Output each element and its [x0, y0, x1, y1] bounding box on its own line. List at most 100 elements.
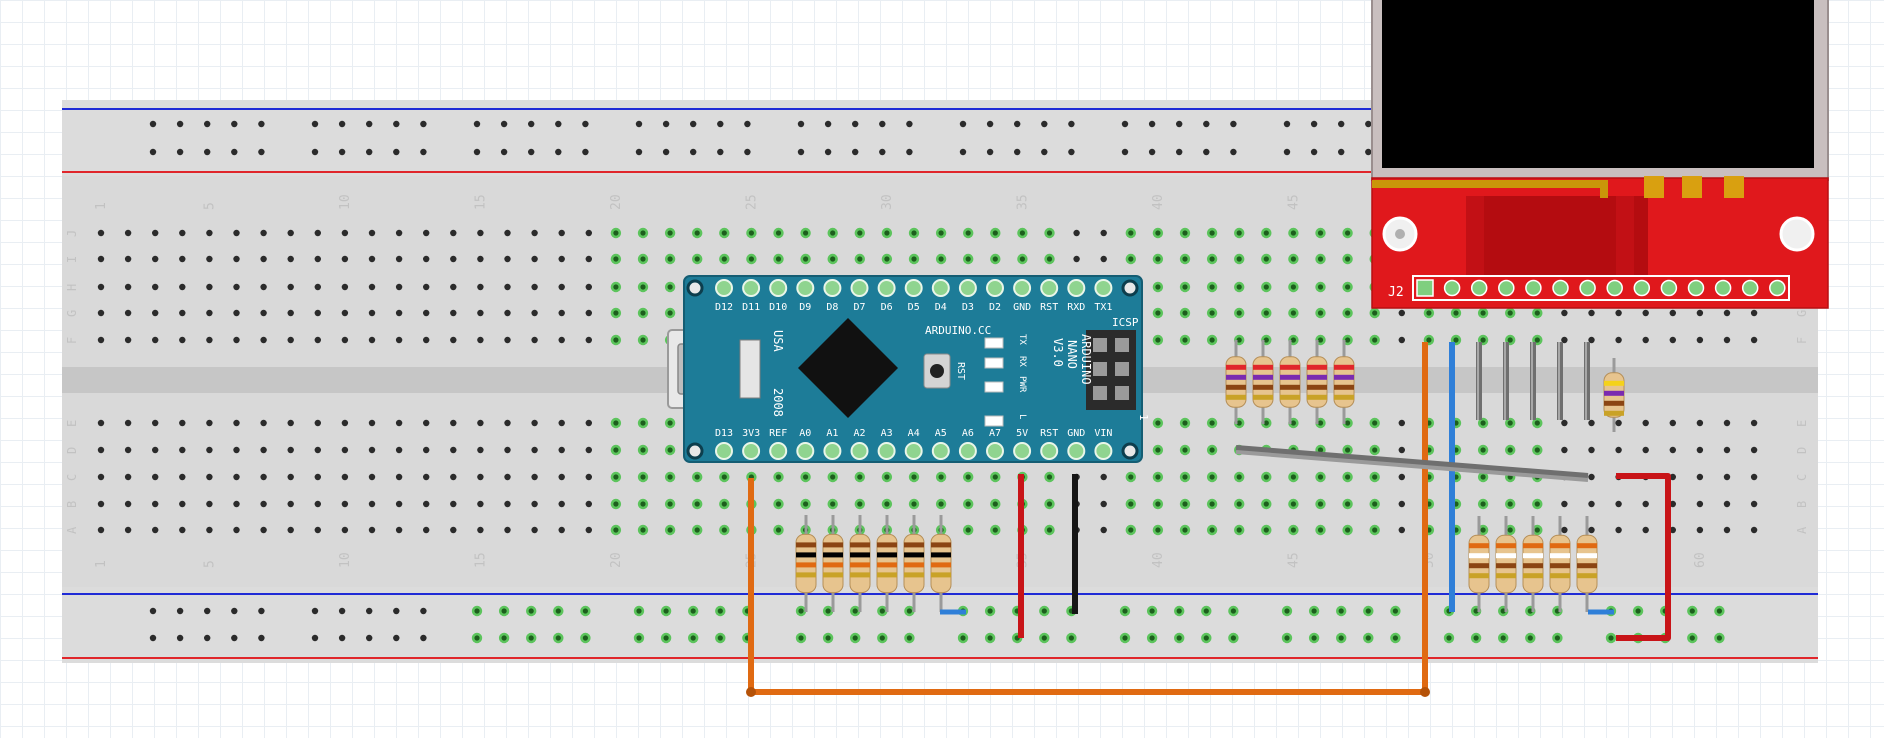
- hole: [585, 473, 592, 481]
- arduino-pin-top[interactable]: [769, 279, 788, 297]
- resistor[interactable]: [1576, 516, 1598, 612]
- arduino-pin-bottom[interactable]: [1040, 442, 1059, 460]
- arduino-pin-top[interactable]: [1094, 279, 1113, 297]
- hole: [368, 446, 376, 454]
- resistor-band: [1496, 573, 1516, 579]
- resistor[interactable]: [1522, 516, 1544, 612]
- hole-center: [992, 256, 998, 262]
- resistor[interactable]: [1279, 340, 1301, 424]
- lcd-pin[interactable]: [1741, 279, 1759, 297]
- wire-gray-diagonal-1[interactable]: [1235, 445, 1589, 479]
- lcd-pin[interactable]: [1714, 279, 1732, 297]
- hole: [314, 419, 321, 427]
- resistor[interactable]: [1333, 340, 1355, 424]
- resistor[interactable]: [1549, 516, 1571, 612]
- lcd-pin[interactable]: [1552, 279, 1569, 297]
- arduino-pin-top[interactable]: [877, 279, 896, 297]
- arduino-pin-top[interactable]: [904, 279, 923, 297]
- arduino-pin-bottom[interactable]: [823, 442, 842, 460]
- hole: [1588, 336, 1595, 344]
- resistor[interactable]: [876, 515, 898, 612]
- resistor[interactable]: [1225, 340, 1247, 424]
- arduino-pin-bottom[interactable]: [850, 442, 869, 460]
- hole-center: [1500, 635, 1506, 641]
- lcd-pin[interactable]: [1579, 279, 1596, 297]
- wire-gray-diagonal-2[interactable]: [1235, 450, 1589, 482]
- row-letter: J: [65, 230, 79, 237]
- resistor[interactable]: [795, 515, 817, 612]
- arduino-pin-bottom[interactable]: [931, 442, 950, 460]
- arduino-pin-top[interactable]: [1013, 279, 1032, 297]
- hole: [1561, 500, 1568, 508]
- hole-center: [1365, 635, 1371, 641]
- wire-red-right[interactable]: [1616, 473, 1671, 641]
- arduino-pin-top[interactable]: [796, 279, 815, 297]
- arduino-pin-bottom[interactable]: [986, 442, 1004, 460]
- wire-orange-end-2: [1420, 687, 1430, 697]
- hole-center: [1203, 608, 1209, 614]
- lcd-pin[interactable]: [1525, 279, 1542, 297]
- resistor[interactable]: [1495, 516, 1517, 612]
- arduino-pin-bottom[interactable]: [958, 442, 977, 460]
- resistor[interactable]: [903, 515, 925, 612]
- resistor[interactable]: [1306, 340, 1328, 424]
- column-number: 20: [609, 194, 624, 210]
- arduino-brand: ARDUINO.CC: [925, 324, 991, 337]
- lcd-pin[interactable]: [1660, 279, 1678, 297]
- hole-center: [717, 635, 723, 641]
- hole-center: [1290, 501, 1296, 507]
- hole: [338, 120, 346, 128]
- arduino-pin-bottom[interactable]: [1067, 442, 1086, 460]
- lcd-module[interactable]: J2: [1371, 0, 1829, 309]
- lcd-pin[interactable]: [1443, 279, 1461, 297]
- lcd-pin[interactable]: [1687, 279, 1705, 297]
- arduino-pin-top[interactable]: [1067, 279, 1086, 297]
- arduino-pin-bottom[interactable]: [769, 442, 788, 460]
- arduino-pin-top[interactable]: [931, 279, 950, 297]
- hole-center: [830, 256, 836, 262]
- arduino-pin-bottom[interactable]: [877, 442, 896, 460]
- lcd-pin[interactable]: [1606, 279, 1623, 297]
- arduino-pin-bottom[interactable]: [715, 442, 733, 460]
- lcd-pin[interactable]: [1498, 279, 1515, 297]
- hole: [1561, 336, 1568, 344]
- lcd-pad-2: [1682, 176, 1702, 198]
- resistor-band: [1577, 553, 1597, 559]
- resistor[interactable]: [1603, 358, 1625, 432]
- arduino-pin-bottom[interactable]: [904, 442, 923, 460]
- reset-button-icon[interactable]: [930, 364, 944, 378]
- hole-center: [1155, 310, 1161, 316]
- resistor[interactable]: [930, 515, 952, 612]
- hole: [635, 148, 643, 156]
- arduino-pin-top[interactable]: [958, 279, 977, 297]
- arduino-pin-top[interactable]: [715, 279, 733, 297]
- arduino-pin-bottom[interactable]: [1094, 442, 1113, 460]
- arduino-pin-top[interactable]: [986, 279, 1004, 297]
- arduino-pin-top[interactable]: [823, 279, 842, 297]
- arduino-pin-bottom[interactable]: [1013, 442, 1032, 460]
- arduino-pin-top[interactable]: [1040, 279, 1059, 297]
- arduino-pin-top[interactable]: [742, 279, 761, 297]
- resistor[interactable]: [822, 515, 844, 612]
- hole: [206, 283, 213, 291]
- icsp-pin: [1093, 386, 1107, 400]
- hole-center: [694, 501, 700, 507]
- hole: [1615, 419, 1622, 427]
- lcd-pin[interactable]: [1470, 279, 1488, 297]
- resistor-band: [850, 562, 870, 568]
- hole-center: [803, 230, 809, 236]
- lcd-pin-square[interactable]: [1416, 279, 1434, 297]
- hole-center: [857, 256, 863, 262]
- arduino-pin-bottom[interactable]: [742, 442, 761, 460]
- hole-center: [1236, 420, 1242, 426]
- lcd-pin[interactable]: [1769, 279, 1786, 297]
- lcd-pin[interactable]: [1633, 279, 1651, 297]
- arduino-pin-top[interactable]: [850, 279, 869, 297]
- resistor[interactable]: [1468, 516, 1490, 612]
- arduino-pin-bottom[interactable]: [796, 442, 815, 460]
- wire-orange[interactable]: [748, 342, 1428, 695]
- resistor[interactable]: [1252, 340, 1274, 424]
- hole: [368, 229, 376, 237]
- resistor[interactable]: [849, 515, 871, 612]
